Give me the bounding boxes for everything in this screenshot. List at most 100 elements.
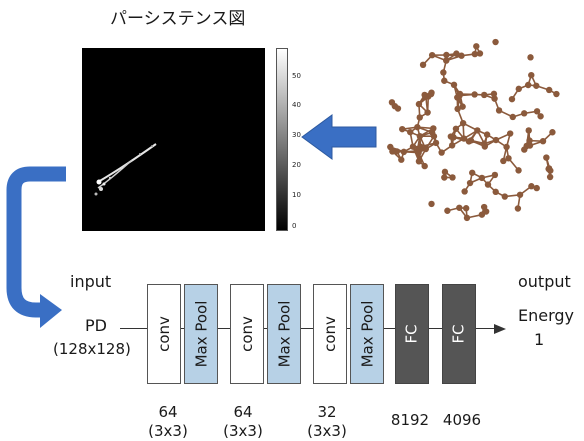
atom: [505, 155, 512, 162]
colorbar-tick: 0: [292, 222, 297, 230]
output-label: output: [518, 272, 571, 291]
atom: [525, 127, 532, 134]
input-name: PD: [85, 316, 107, 335]
conv-layer-3: conv: [313, 284, 347, 384]
atom: [491, 171, 499, 179]
atom: [478, 174, 486, 182]
atom: [448, 142, 456, 149]
atom: [440, 69, 447, 76]
atom: [474, 127, 481, 134]
conv-layer-2: conv: [230, 284, 264, 384]
atom: [506, 130, 514, 137]
atom: [456, 204, 463, 211]
atom: [460, 135, 468, 142]
atom: [492, 188, 499, 196]
maxpool-layer-1: Max Pool: [184, 284, 218, 384]
atom: [400, 148, 408, 156]
atom: [545, 86, 553, 94]
persistence-diagram-image: [82, 48, 265, 231]
atom: [441, 168, 449, 176]
layer-size: 32(3x3): [307, 403, 347, 440]
atom: [417, 143, 424, 150]
atom: [537, 113, 544, 120]
atom: [461, 188, 468, 195]
atom: [453, 50, 460, 57]
atom: [528, 183, 535, 190]
atom: [514, 205, 522, 212]
atom: [503, 143, 510, 151]
conv-layer-1: conv: [147, 284, 181, 384]
atom: [452, 125, 460, 132]
atom: [424, 109, 431, 116]
atom: [465, 138, 473, 145]
atom: [450, 134, 457, 141]
atom: [428, 200, 435, 208]
layer-size: 4096: [442, 411, 482, 429]
atom: [527, 54, 534, 61]
input-dims: (128x128): [53, 340, 131, 358]
fc-layer-2: FC: [442, 284, 476, 384]
atom: [443, 57, 450, 64]
atom: [549, 129, 556, 136]
atom: [553, 90, 560, 98]
atom: [388, 99, 396, 106]
atom: [409, 143, 417, 150]
atom: [495, 107, 503, 114]
atom: [469, 169, 476, 176]
atom: [480, 203, 488, 211]
atom: [533, 82, 540, 89]
atom: [480, 91, 488, 99]
input-label: input: [70, 272, 112, 291]
atom: [525, 81, 532, 89]
atom: [528, 71, 535, 79]
atom: [484, 181, 492, 188]
atom: [415, 100, 423, 108]
colorbar-tick: 10: [292, 191, 301, 199]
output-name: Energy: [518, 306, 575, 325]
atom: [456, 90, 464, 98]
atom: [421, 162, 428, 170]
atom: [509, 113, 516, 121]
layer-size: 64(3x3): [148, 403, 188, 440]
atom: [523, 142, 530, 150]
output-dims: 1: [534, 330, 545, 349]
atom: [419, 61, 427, 69]
maxpool-layer-3: Max Pool: [350, 284, 384, 384]
atom: [463, 214, 471, 222]
atom: [458, 52, 465, 59]
atom: [501, 193, 508, 200]
fc-layer-1: FC: [395, 284, 429, 384]
atom: [483, 131, 491, 138]
colorbar-tick: 20: [292, 161, 301, 169]
colorbar-tick: 40: [292, 101, 301, 109]
atom: [508, 95, 516, 103]
atom: [490, 90, 498, 98]
output-arrowhead-icon: [494, 324, 506, 334]
atom: [454, 105, 461, 113]
atom: [414, 123, 421, 131]
atom: [398, 156, 405, 163]
atom: [407, 128, 414, 136]
atom: [533, 108, 541, 115]
atom: [441, 174, 448, 181]
atom: [416, 132, 424, 140]
atom: [393, 148, 401, 155]
atom: [387, 143, 394, 151]
flow-line: [120, 328, 498, 329]
atom: [500, 157, 507, 165]
molecular-structure-image: [387, 38, 560, 222]
atom: [459, 103, 466, 110]
atom: [415, 158, 423, 165]
colorbar: [276, 48, 288, 231]
atom: [543, 154, 550, 161]
atom: [399, 125, 406, 133]
atom: [546, 173, 554, 181]
atom: [449, 174, 456, 181]
atom: [441, 77, 448, 84]
atom: [473, 43, 480, 50]
atom: [416, 114, 423, 121]
atom: [476, 50, 484, 57]
persistence-points: [94, 143, 157, 196]
colorbar-tick: 50: [292, 72, 301, 80]
atom: [443, 51, 450, 59]
